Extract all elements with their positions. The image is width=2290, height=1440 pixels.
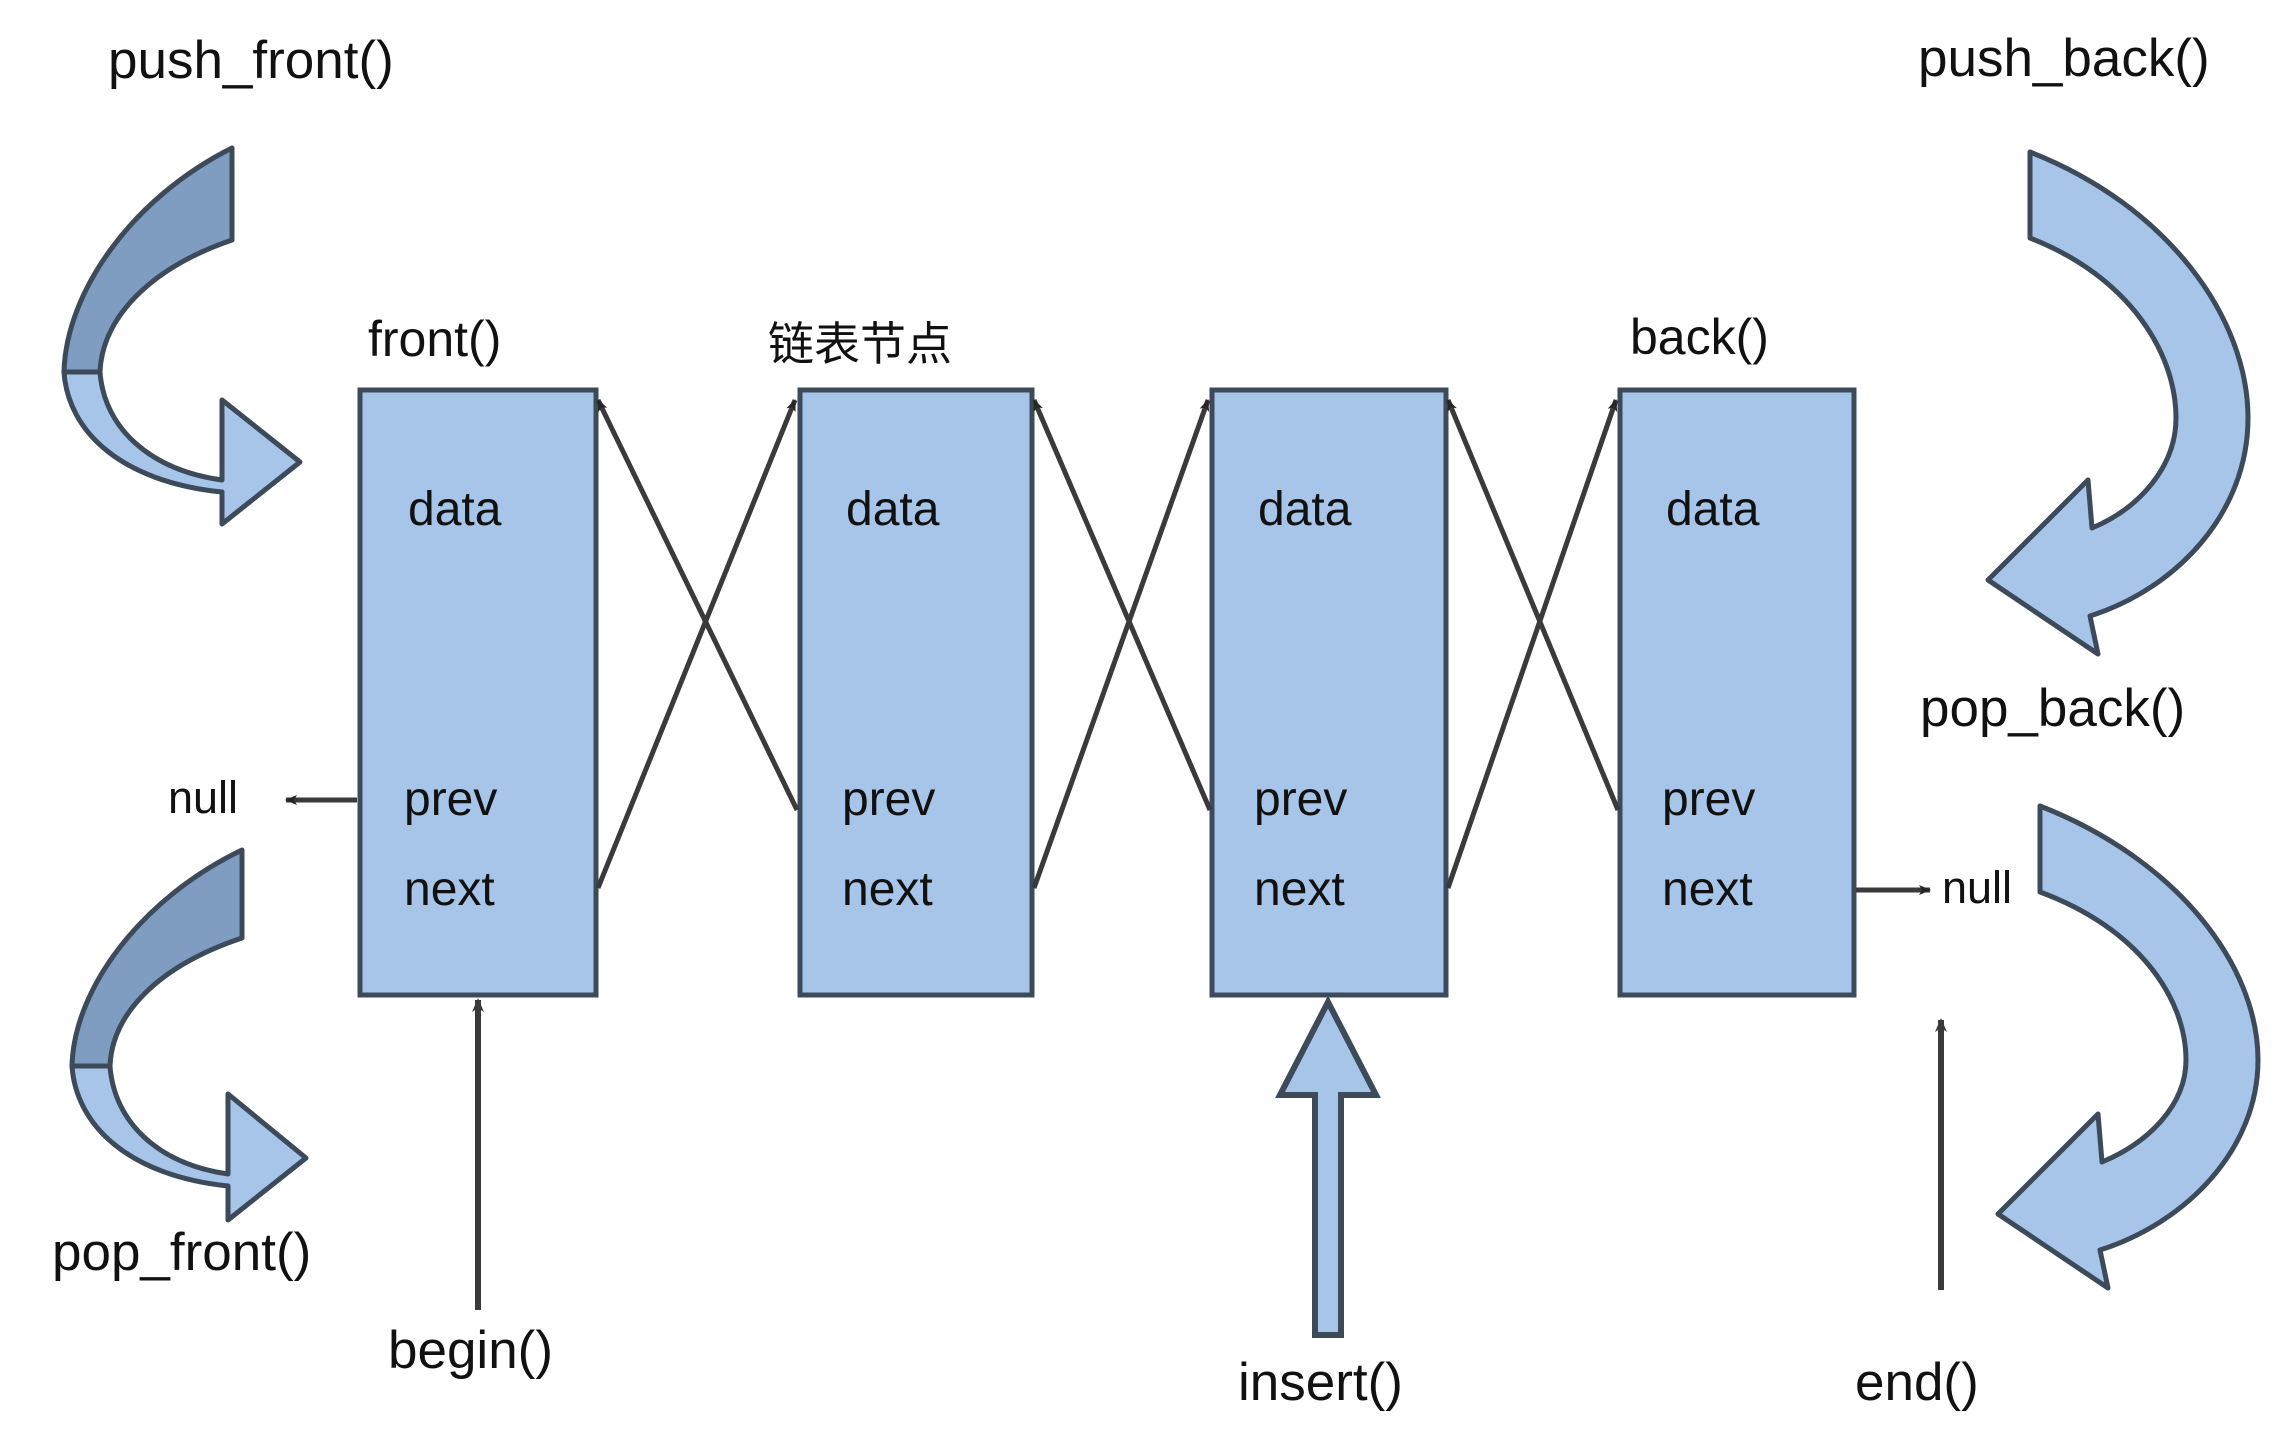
- node-2-prev-field: prev: [842, 773, 936, 826]
- insert-label: insert(): [1238, 1353, 1403, 1412]
- pop-front-curved-arrow: [69, 847, 309, 1223]
- back-accessor-label: back(): [1630, 309, 1769, 365]
- node-box-2: [797, 387, 1035, 998]
- push-back-curved-arrow: [1985, 149, 2251, 657]
- node-box-1: [357, 387, 599, 998]
- pop-front-label: pop_front(): [52, 1223, 312, 1282]
- pop-back-label: pop_back(): [1920, 679, 2186, 738]
- push-back-label: push_back(): [1918, 29, 2210, 88]
- node-1-prev-field: prev: [404, 773, 498, 826]
- front-accessor-label: front(): [368, 311, 502, 367]
- pop-back-curved-arrow: [1995, 803, 2261, 1291]
- node-4-prev-field: prev: [1662, 773, 1756, 826]
- pointer-link-prev-3-2: [1031, 399, 1213, 811]
- push-front-label: push_front(): [108, 31, 394, 90]
- insert-block-arrow: [1275, 995, 1381, 1338]
- pointer-link-prev-4-3: [1445, 399, 1621, 811]
- next-null-label: null: [1942, 862, 2013, 913]
- pointer-link-next-3-4: [1445, 399, 1619, 889]
- node-4-data-field: data: [1666, 483, 1760, 536]
- begin-label: begin(): [388, 1321, 553, 1380]
- node-1-data-field: data: [408, 483, 502, 536]
- node-2-data-field: data: [846, 483, 940, 536]
- node-3-next-field: next: [1254, 863, 1345, 916]
- node-3-prev-field: prev: [1254, 773, 1348, 826]
- node-box-4: [1617, 387, 1857, 998]
- node-2-next-field: next: [842, 863, 933, 916]
- prev-null-label: null: [168, 772, 239, 823]
- node-3-data-field: data: [1258, 483, 1352, 536]
- end-label: end(): [1855, 1353, 1979, 1412]
- node-caption-label: 链表节点: [768, 317, 952, 371]
- node-1-next-field: next: [404, 863, 495, 916]
- node-box-3: [1209, 387, 1449, 998]
- node-4-next-field: next: [1662, 863, 1753, 916]
- pointer-link-prev-2-1: [595, 398, 800, 812]
- push-front-curved-arrow: [61, 145, 303, 527]
- pointer-link-next-1-2: [595, 399, 798, 889]
- pointer-link-next-2-3: [1031, 399, 1211, 889]
